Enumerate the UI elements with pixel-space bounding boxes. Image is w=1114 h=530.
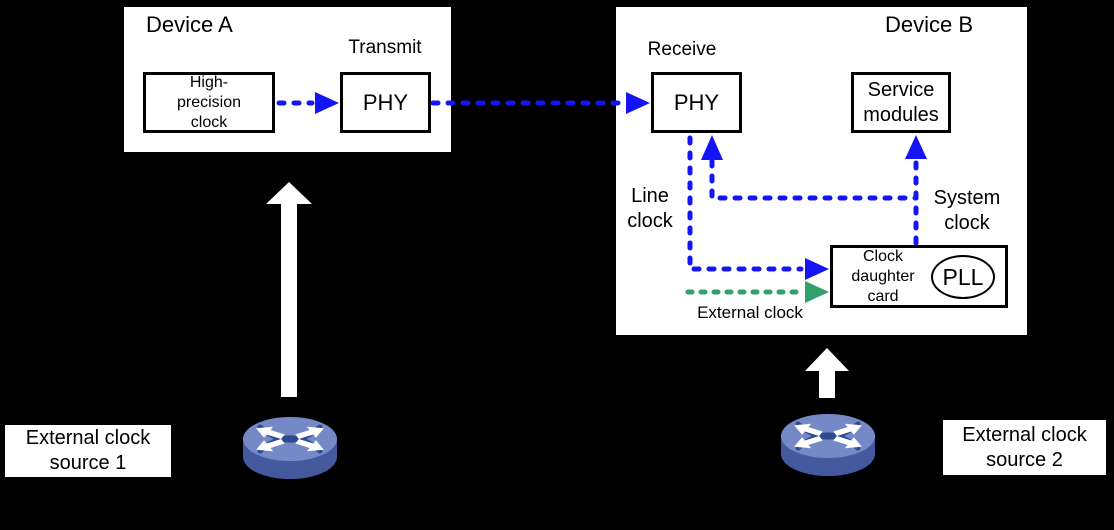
line-clock-label: Line clock: [627, 185, 673, 232]
external-clock-source-2-label: External clock source 2: [962, 423, 1087, 471]
phy-b-label: PHY: [673, 89, 720, 115]
device-b-title: Device B: [885, 12, 974, 37]
service-modules-box: Service modules: [851, 72, 951, 133]
transmit-label: Transmit: [348, 37, 422, 58]
uplink-arrow-1: [266, 182, 312, 397]
high-precision-clock-label: High-precision clock: [176, 73, 242, 131]
phy-b-box: PHY: [651, 72, 742, 133]
system-clock-label: System clock: [933, 187, 1001, 234]
uplink-arrow-2: [805, 348, 849, 398]
pll-label: PLL: [942, 263, 984, 290]
clock-daughter-card-label: Clock daughter card: [851, 247, 915, 305]
service-modules-label: Service modules: [863, 78, 939, 126]
external-clock-source-1-label: External clock source 1: [25, 427, 151, 474]
phy-a-label: PHY: [362, 89, 409, 115]
receive-label: Receive: [647, 39, 717, 60]
external-clock-label: External clock: [697, 303, 803, 322]
pll-ellipse: PLL: [931, 255, 995, 299]
external-clock-source-1-box: External clock source 1: [3, 423, 173, 479]
router-icon-2: [781, 414, 875, 476]
router-icon-1: [243, 417, 337, 479]
phy-a-box: PHY: [340, 72, 431, 133]
external-clock-source-2-box: External clock source 2: [941, 418, 1108, 477]
high-precision-clock-box: High-precision clock: [143, 72, 275, 133]
device-a-title: Device A: [146, 12, 233, 37]
